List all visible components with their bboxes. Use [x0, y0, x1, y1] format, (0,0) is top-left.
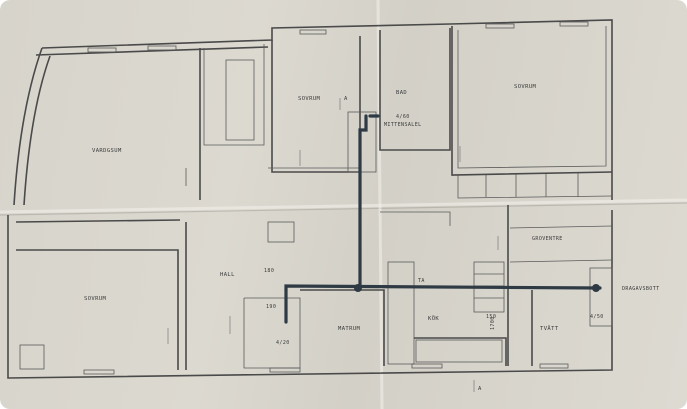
annotation-dragavsbott: DRAGAVSBOTT: [622, 286, 660, 292]
dimension-4-50: 4/50: [590, 314, 604, 320]
wall-stair-block: [203, 44, 265, 146]
outer-wall-bottom: [7, 210, 613, 379]
room-label-bad: BAD: [396, 90, 407, 96]
section-marker-top: A: [344, 96, 348, 102]
dimension-150: 150: [486, 314, 496, 320]
room-label-matrum: MATRUM: [338, 326, 361, 332]
dimension-180: 180: [264, 268, 274, 274]
room-label-groventre: GROVENTRE: [532, 236, 563, 242]
window-top-1: [87, 47, 117, 53]
pipe-junction: [354, 284, 362, 292]
stair-well: [225, 59, 255, 141]
inner-wall-top: [35, 46, 269, 56]
wall-groventre-bottom: [509, 259, 613, 263]
window-bottom-4: [539, 363, 569, 369]
dimension-4-60: 4/60: [396, 114, 410, 120]
dimension-4-20: 4/20: [276, 340, 290, 346]
kok-worktop: [415, 339, 503, 363]
wall-sovrum-right: [451, 26, 613, 176]
room-label-kok: KÖK: [428, 315, 439, 322]
inner-wall-sovrum-right: [457, 26, 607, 169]
window-bottom-1: [83, 369, 115, 375]
section-marker-bottom: A: [478, 386, 482, 392]
tvatt-unit: [589, 267, 613, 327]
fold-line-vertical: [376, 0, 384, 409]
dimension-190: 190: [266, 304, 276, 310]
annotation-ta: TA: [418, 278, 425, 284]
fold-line-horizontal: [0, 198, 687, 214]
room-label-sovrum-top: SOVRUM: [298, 96, 321, 102]
wall-sovrum-left: [16, 249, 179, 370]
room-label-sovrum-right: SOVRUM: [514, 84, 537, 90]
fold-shadow-horizontal: [0, 202, 687, 216]
window-top-5: [559, 21, 589, 27]
window-bottom-2: [269, 367, 301, 373]
wall-sovrum-top: [271, 36, 361, 173]
wall-bad: [379, 28, 451, 151]
window-top-2: [147, 45, 177, 51]
hall-niche: [267, 221, 295, 243]
inner-wall-left-curve: [23, 55, 51, 206]
outer-wall-top: [41, 19, 613, 200]
corridor-wall: [380, 211, 451, 226]
wc-box: [243, 297, 301, 369]
room-label-vardagsrum: VARDGSUM: [92, 148, 122, 154]
pipe-end: [592, 284, 600, 292]
wall-kok: [414, 337, 507, 366]
wall-matrum: [300, 289, 385, 366]
dimension-1700: 1700: [490, 316, 496, 330]
room-label-hall: HALL: [220, 272, 235, 278]
window-bottom-3: [411, 363, 443, 369]
room-label-sovrum-left: SOVRUM: [84, 296, 107, 302]
wall-groventre-top: [509, 225, 613, 229]
fixture-block: [347, 111, 377, 173]
window-top-4: [485, 23, 515, 29]
pipe-riser: [358, 114, 368, 288]
room-label-tvatt: TVÄTT: [540, 325, 559, 332]
annotation-mittensalel: MITTENSALEL: [384, 122, 422, 128]
inner-top-left-bottom: [15, 219, 181, 223]
window-top-3: [299, 29, 327, 35]
closet-sovrum-left: [19, 344, 45, 370]
outer-wall-left-curve: [13, 47, 43, 206]
closet-row: [457, 175, 613, 199]
kok-counter: [387, 261, 415, 365]
